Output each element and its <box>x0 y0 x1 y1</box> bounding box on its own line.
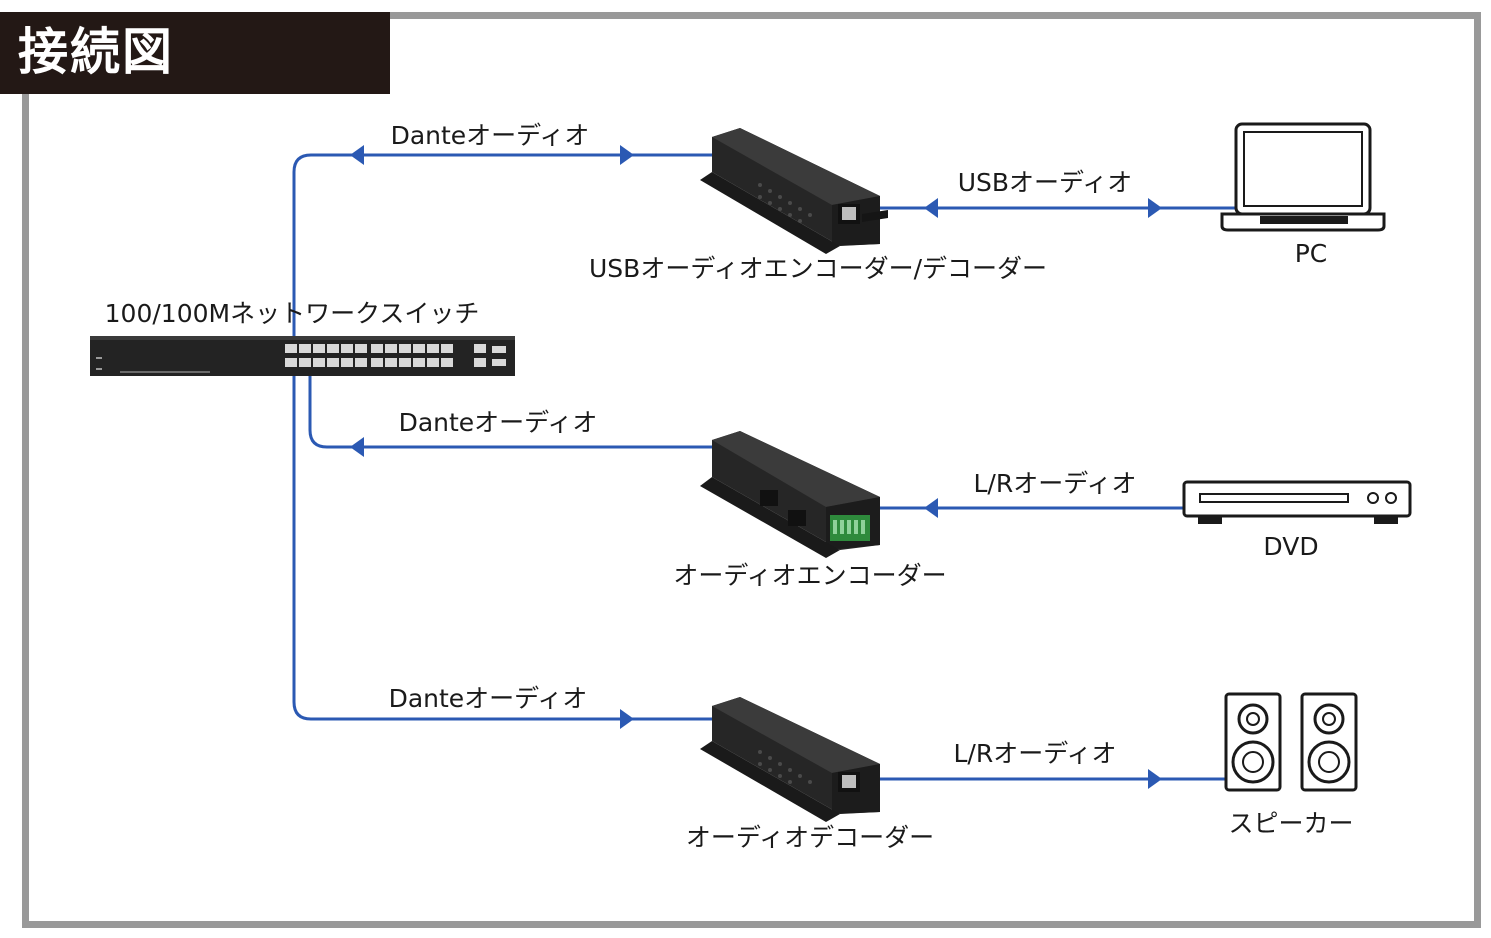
label-pc: PC <box>1295 239 1328 268</box>
audio-encoder-device-icon <box>700 431 880 558</box>
line-dante-top <box>292 153 712 338</box>
label-usb-codec: USBオーディオエンコーダー/デコーダー <box>589 254 1047 283</box>
label-dante-mid: Danteオーディオ <box>399 408 598 437</box>
arrow-right-icon <box>620 709 634 729</box>
label-dante-bottom: Danteオーディオ <box>389 684 588 713</box>
speaker-right-icon <box>1300 692 1358 792</box>
line-dante-mid <box>308 376 712 449</box>
arrow-right-icon <box>1148 198 1162 218</box>
label-audio-decoder: オーディオデコーダー <box>686 823 934 852</box>
arrow-left-icon <box>924 198 938 218</box>
network-switch-icon <box>90 336 515 376</box>
label-speaker: スピーカー <box>1228 809 1353 838</box>
arrow-left-icon <box>350 145 364 165</box>
line-dante-bottom <box>292 376 712 721</box>
arrow-right-icon <box>1148 769 1162 789</box>
label-lr-audio-in: L/Rオーディオ <box>974 469 1137 498</box>
label-usb-audio: USBオーディオ <box>958 168 1133 197</box>
laptop-icon <box>1220 122 1386 232</box>
usb-codec-device-icon <box>700 128 888 254</box>
arrow-left-icon <box>350 437 364 457</box>
label-network-switch: 100/100Mネットワークスイッチ <box>105 299 480 328</box>
title-bar: 接続図 <box>0 12 390 94</box>
label-dvd: DVD <box>1263 532 1318 561</box>
label-dante-top: Danteオーディオ <box>391 121 590 150</box>
label-lr-audio-out: L/Rオーディオ <box>954 739 1117 768</box>
page-title: 接続図 <box>18 23 174 81</box>
connection-lines <box>292 153 1236 781</box>
label-audio-encoder: オーディオエンコーダー <box>673 561 946 590</box>
dvd-player-icon <box>1182 480 1412 524</box>
arrow-right-icon <box>620 145 634 165</box>
arrow-heads <box>350 145 1162 789</box>
speaker-left-icon <box>1224 692 1282 792</box>
audio-decoder-device-icon <box>700 697 880 822</box>
arrow-left-icon <box>924 498 938 518</box>
